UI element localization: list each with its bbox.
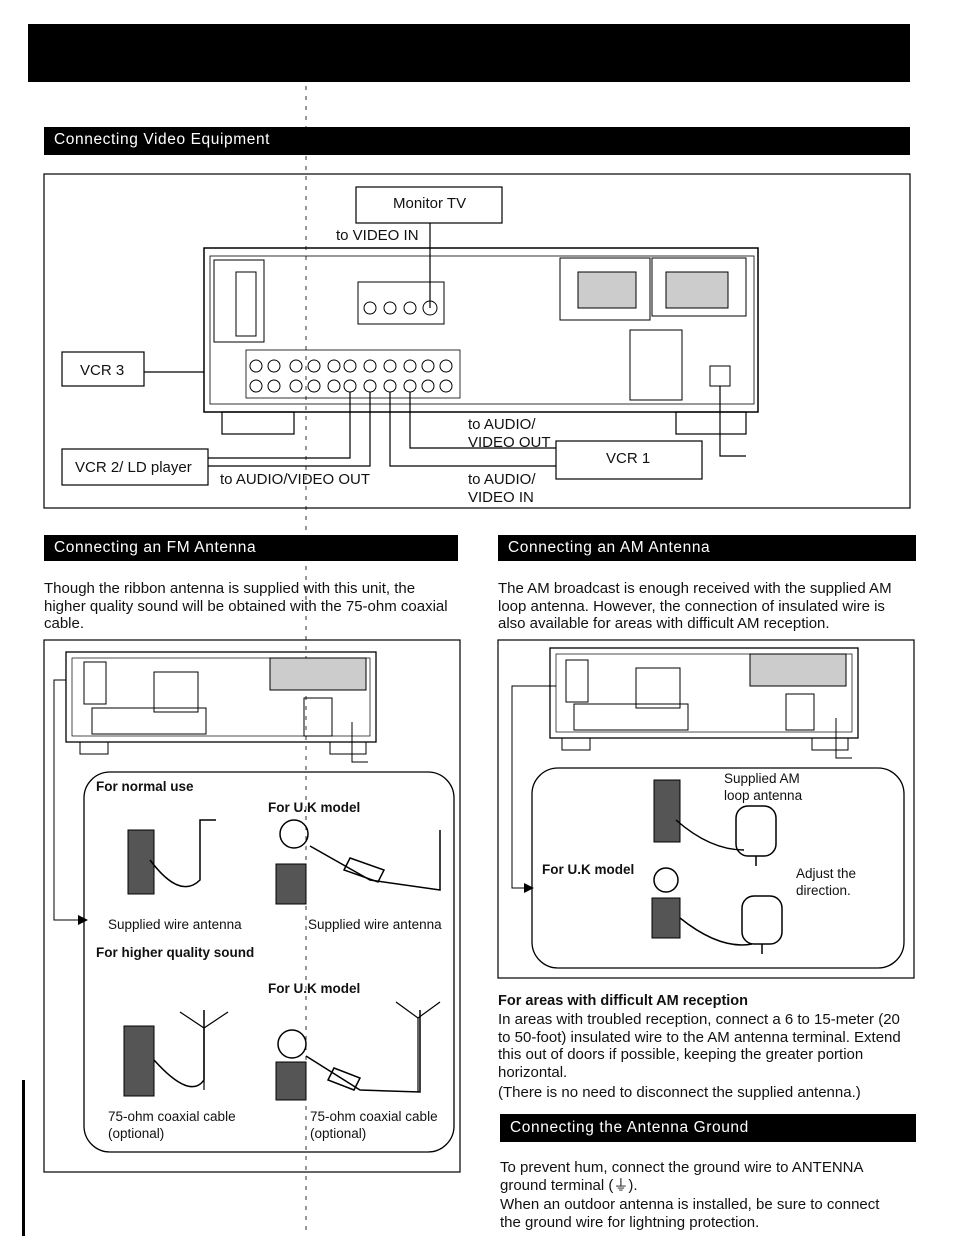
- am-paragraph: The AM broadcast is enough received with…: [498, 580, 892, 632]
- to-av-in-2: VIDEO IN: [468, 489, 534, 506]
- fm-uk-model-2: For U.K model: [268, 981, 361, 996]
- section-title-fm-text: Connecting an FM Antenna: [54, 539, 257, 556]
- section-title-fm: Connecting an FM Antenna: [44, 535, 458, 561]
- section-title-video-text: Connecting Video Equipment: [54, 131, 271, 148]
- header-bar: [28, 24, 910, 82]
- fm-coax-right-2: (optional): [310, 1126, 367, 1141]
- margin-mark: [22, 1080, 25, 1236]
- am-adjust-1: Adjust the: [796, 866, 857, 881]
- fm-higher-quality: For higher quality sound: [96, 945, 255, 960]
- vcr2-label: VCR 2/ LD player: [75, 459, 192, 476]
- vcr3-label: VCR 3: [80, 362, 125, 379]
- section-title-am: Connecting an AM Antenna: [498, 535, 916, 561]
- to-av-in-1: to AUDIO/: [468, 471, 536, 488]
- fm-uk-model-1: For U.K model: [268, 800, 361, 815]
- am-supplied-2: loop antenna: [724, 788, 803, 803]
- monitor-tv-label: Monitor TV: [393, 195, 467, 212]
- to-av-out-right-2: VIDEO OUT: [468, 434, 551, 451]
- fm-coax-right-1: 75-ohm coaxial cable: [310, 1109, 438, 1124]
- to-av-out-left-label: to AUDIO/VIDEO OUT: [220, 471, 371, 488]
- difficult-paragraph: In areas with troubled reception, connec…: [498, 1011, 901, 1081]
- section-title-am-text: Connecting an AM Antenna: [508, 539, 711, 556]
- fm-supplied-wire-left: Supplied wire antenna: [108, 917, 242, 932]
- to-av-out-right-1: to AUDIO/: [468, 416, 536, 433]
- fm-supplied-wire-right: Supplied wire antenna: [308, 917, 442, 932]
- fm-paragraph: Though the ribbon antenna is supplied wi…: [44, 580, 448, 632]
- ground-line1: To prevent hum, connect the ground wire …: [500, 1159, 863, 1194]
- am-uk-model: For U.K model: [542, 862, 635, 877]
- difficult-heading: For areas with difficult AM reception: [498, 993, 749, 1009]
- fm-normal-use: For normal use: [96, 779, 194, 794]
- fm-coax-left-1: 75-ohm coaxial cable: [108, 1109, 236, 1124]
- vcr1-label: VCR 1: [606, 450, 651, 467]
- ground-line2: When an outdoor antenna is installed, be…: [500, 1196, 880, 1231]
- fm-coax-left-2: (optional): [108, 1126, 165, 1141]
- difficult-note: (There is no need to disconnect the supp…: [498, 1084, 861, 1101]
- section-title-ground: Connecting the Antenna Ground: [500, 1114, 916, 1142]
- am-supplied-1: Supplied AM: [724, 771, 800, 786]
- section-title-ground-text: Connecting the Antenna Ground: [510, 1119, 749, 1136]
- section-title-video: Connecting Video Equipment: [44, 127, 910, 155]
- am-adjust-2: direction.: [796, 883, 851, 898]
- to-video-in-label: to VIDEO IN: [336, 227, 419, 244]
